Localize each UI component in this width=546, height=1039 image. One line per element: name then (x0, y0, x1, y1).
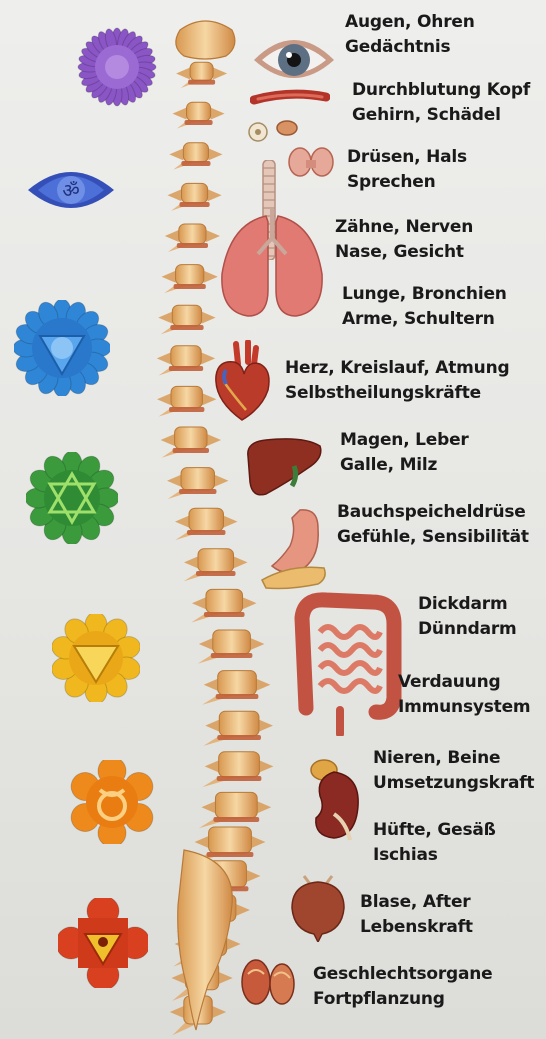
vertebra (156, 345, 216, 376)
stomach-icon (261, 509, 326, 590)
root-chakra-icon (58, 898, 148, 988)
vertebra (172, 101, 225, 129)
vertebra (198, 791, 272, 829)
pineal-gland-icon (248, 120, 298, 142)
vertebra (203, 710, 273, 746)
bladder-icon (291, 875, 345, 942)
liver-icon (247, 438, 322, 496)
vertebra (175, 507, 238, 541)
vertebra (169, 142, 223, 170)
vertebra (158, 304, 216, 335)
vertebra (183, 548, 248, 582)
sacral-chakra-icon (70, 760, 154, 844)
blood-vessel-icon (250, 89, 330, 105)
third-eye-chakra-icon: ॐ (28, 172, 114, 208)
atlas-vertebra (175, 20, 236, 60)
vertebra (176, 61, 228, 88)
solar-plexus-chakra-icon (52, 614, 140, 702)
lungs-icon (221, 208, 323, 317)
vertebra (164, 223, 220, 252)
throat-chakra-icon (14, 300, 110, 396)
spine-vertebrae (156, 20, 274, 1036)
vertebra (202, 670, 271, 705)
kidney-icon (310, 759, 359, 841)
vertebra (202, 751, 274, 788)
vertebra (167, 467, 229, 499)
vertebra (191, 826, 266, 864)
eye-icon (254, 40, 334, 78)
crown-chakra-icon (77, 27, 157, 107)
vertebra (160, 426, 221, 458)
vertebra (167, 182, 222, 211)
vertebra (197, 629, 265, 664)
reproductive-organs-icon (241, 959, 295, 1005)
vertebra (161, 264, 218, 294)
sacrum (177, 849, 233, 1031)
heart-chakra-icon (26, 452, 118, 544)
heart-organ-icon (215, 340, 270, 421)
vertebra (157, 385, 217, 417)
om-symbol: ॐ (62, 180, 79, 202)
intestines-icon (294, 592, 402, 736)
thyroid-gland-icon (288, 147, 334, 177)
vertebra (191, 588, 257, 623)
